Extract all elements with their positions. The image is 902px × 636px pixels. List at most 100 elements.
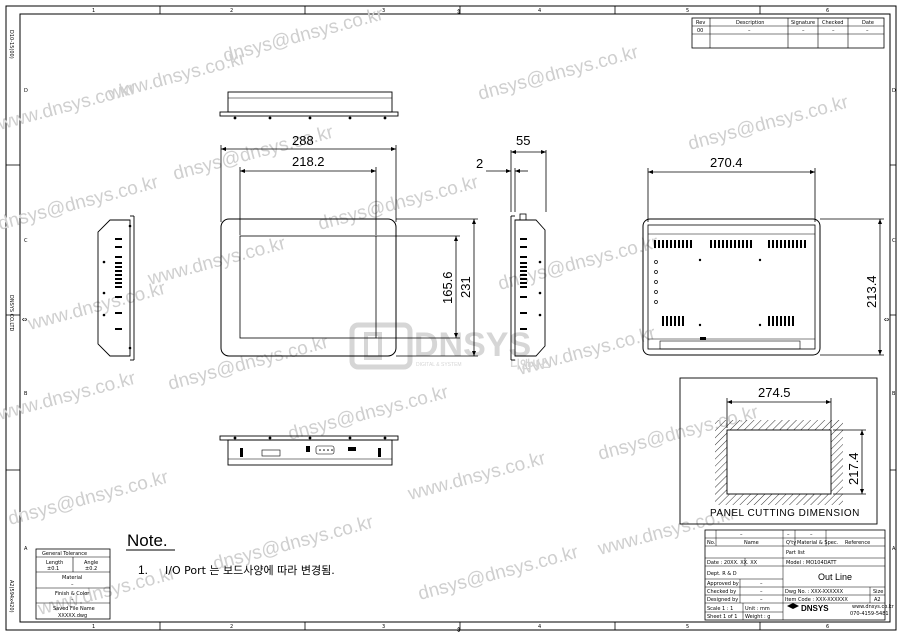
row-letter-c: C: [892, 238, 896, 244]
col-number-2: 2: [230, 8, 233, 14]
column-dividers: [6, 6, 896, 630]
col-number-4: 4: [538, 8, 541, 14]
logo-korean: 디앤시스: [510, 357, 550, 371]
tolerance-angle-label: Angle: [84, 560, 98, 566]
unit-text: Unit : mm: [745, 606, 770, 612]
tolerance-length-label: Length: [46, 560, 63, 566]
finish-label: Finish & Color: [55, 591, 90, 597]
rev-value: 00: [697, 28, 703, 34]
date-value: –: [866, 28, 869, 34]
approved-label: Approved by: [707, 581, 739, 587]
col-number-2-bottom: 2: [230, 624, 233, 630]
logo-subtext: DIGITAL & SYSTEM: [416, 362, 462, 368]
rev-header: Rev: [696, 20, 705, 26]
material-value: –: [71, 582, 74, 588]
dim-front-height: 231: [458, 276, 473, 298]
row-letter-a: A: [892, 546, 896, 552]
size-value: A2: [874, 597, 881, 603]
weight-text: Weight : g: [745, 614, 770, 620]
tolerance-title: General Tolerance: [42, 551, 87, 557]
dash-3: –: [810, 532, 813, 538]
drawing-title: Out Line: [818, 572, 852, 582]
panel-cutting-box: 274.5 217.4 PANEL CUTTING DIMENSION: [679, 377, 878, 525]
top-view: [219, 91, 399, 120]
bottom-view: [219, 435, 399, 466]
watermark-text: www.dnsys.co.kr: [515, 323, 659, 380]
description-value: –: [748, 28, 751, 34]
front-view: 288 218.2 165.6 231: [220, 133, 478, 357]
watermark-text: dnsys@dnsys.co.kr: [0, 172, 161, 235]
tolerance-length-value: ±0.1: [47, 566, 59, 572]
watermark-text: www.dnsys.co.kr: [145, 233, 289, 290]
tolerance-block: General Tolerance Length ±0.1 Angle ±0.2…: [35, 548, 111, 620]
dwg-no: Dwg No. : XXX-XXXXXX: [785, 589, 844, 595]
watermark-text: dnsys@dnsys.co.kr: [286, 382, 451, 445]
saved-file-label: Saved File Name: [53, 606, 95, 612]
dept-text: Dept. R & D: [707, 571, 737, 577]
logo-text: DNSYS: [414, 326, 531, 364]
dim-side-bezel: 2: [476, 156, 483, 171]
dash-1: –: [740, 532, 743, 538]
col-number-3: 3: [382, 8, 385, 14]
watermark-text: www.dnsys.co.kr: [25, 278, 169, 335]
row-letter-b-left: B: [24, 391, 28, 397]
header-name: Name: [744, 540, 759, 546]
col-number-4-bottom: 4: [538, 624, 541, 630]
right-side-view: 55 2: [476, 133, 547, 361]
watermark-text: dnsys@dnsys.co.kr: [221, 4, 386, 67]
part-list-label: Part list: [786, 550, 805, 556]
dim-side-depth: 55: [516, 133, 530, 148]
col-number-1-bottom: 1: [92, 624, 95, 630]
watermark-text: dnsys@dnsys.co.kr: [6, 467, 171, 530]
watermark-text: dnsys@dnsys.co.kr: [476, 42, 641, 105]
material-label: Material: [62, 575, 82, 581]
note-item-text: I/O Port 는 보드사양에 따라 변경됨.: [165, 564, 335, 577]
row-letter-a-left: A: [24, 546, 28, 552]
finish-value: –: [71, 597, 74, 603]
note-section: Note. 1. I/O Port 는 보드사양에 따라 변경됨.: [126, 531, 335, 577]
center-arrow-right-icon: ⇔: [884, 315, 890, 325]
header-no: No.: [707, 540, 716, 546]
left-side-view: [97, 215, 135, 361]
col-number-3-bottom: 3: [382, 624, 385, 630]
note-title: Note.: [127, 531, 168, 550]
row-letter-c-left: C: [24, 238, 28, 244]
tolerance-angle-value: ±0.2: [85, 566, 97, 572]
sheet-text: Sheet 1 of 1: [707, 614, 737, 620]
col-number-5: 5: [686, 8, 689, 14]
panel-cutting-label: PANEL CUTTING DIMENSION: [710, 508, 860, 519]
center-arrow-left-icon: ⇔: [22, 315, 28, 325]
center-arrow-top-icon: ⇕: [456, 7, 461, 17]
row-letter-b: B: [892, 391, 896, 397]
signature-header: Signature: [791, 20, 815, 26]
center-arrow-bottom-icon: ⇕: [456, 625, 461, 635]
signature-value: –: [802, 28, 805, 34]
header-material: Material & Spec.: [797, 540, 839, 546]
dim-display-height: 165.6: [440, 271, 455, 304]
outer-frame: [5, 5, 897, 631]
approved-value: –: [760, 581, 763, 587]
watermark-text: dnsys@dnsys.co.kr: [316, 172, 481, 235]
saved-file-value: XXXXX.dwg: [58, 613, 87, 619]
description-header: Description: [736, 20, 764, 26]
watermark-text: www.dnsys.co.kr: [0, 368, 139, 425]
company-name: DNSYS: [801, 604, 829, 613]
col-number-6-bottom: 6: [826, 624, 829, 630]
watermark-text: www.dnsys.co.kr: [105, 48, 249, 105]
checked-label: Checked by: [707, 589, 736, 595]
row-letter-d: D: [892, 88, 896, 94]
scale-text: Scale 1 : 1: [707, 606, 733, 612]
rear-vents-bottom: [662, 316, 794, 326]
watermark-text: dnsys@dnsys.co.kr: [596, 402, 761, 465]
rear-vents-top: [654, 240, 806, 248]
designed-label: Designed by: [707, 597, 738, 603]
company-logo-icon: [787, 603, 799, 609]
company-website: www.dnsys.co.kr: [852, 604, 895, 610]
dnsys-logo-watermark: DNSYS DIGITAL & SYSTEM 디앤시스: [349, 322, 550, 371]
side-text-bottom: A2(594x420): [8, 580, 14, 613]
note-item-number: 1.: [138, 563, 148, 577]
dim-front-width: 288: [292, 133, 314, 148]
col-number-6: 6: [826, 8, 829, 14]
inner-frame: [19, 13, 891, 623]
dim-rear-width: 270.4: [710, 155, 743, 170]
